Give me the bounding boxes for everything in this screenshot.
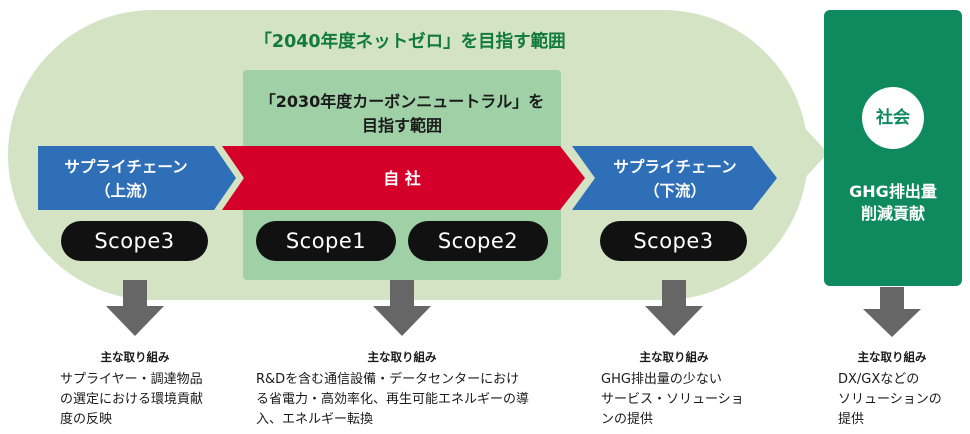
scope2-pill: Scope2 [408, 221, 548, 261]
net-zero-2040-title: 「2040年度ネットゼロ」を目指す範囲 [254, 32, 566, 52]
carbon-neutral-2030-title-line2: 目指す範囲 [361, 116, 442, 135]
chevron-company [222, 146, 585, 210]
initiative-company-heading: 主な取り組み [367, 350, 437, 364]
scope3-downstream-pill: Scope3 [600, 221, 747, 261]
chevron-upstream-line2: （上流） [94, 182, 157, 200]
down-arrow-society-icon [863, 287, 921, 337]
initiative-upstream-text: サプライヤー・調達物品 の選定における環境貢献 度の反映 [60, 372, 204, 427]
initiative-downstream-text: GHG排出量の少ない サービス・ソリューショ ンの提供 [601, 372, 744, 427]
down-arrow-downstream-icon [645, 280, 703, 336]
down-arrow-upstream-icon [106, 280, 164, 336]
initiative-society-text: DX/GXなどの ソリューションの 提供 [838, 372, 942, 427]
chevron-upstream-line1: サプライチェーン [64, 158, 188, 176]
scope1-pill: Scope1 [256, 221, 396, 261]
value-chain-chevrons [38, 146, 777, 210]
chevron-downstream-line2: （下流） [643, 182, 706, 200]
down-arrow-company-icon [373, 280, 431, 336]
chevron-downstream [572, 146, 777, 210]
initiative-company-text: R&Dを含む通信設備・データセンターにおけ る省電力・高効率化、再生可能エネルギ… [256, 372, 530, 427]
net-zero-2040-arrow-tip [780, 125, 828, 181]
chevron-company-label: 自 社 [383, 169, 421, 188]
society-line1: GHG排出量 [849, 182, 937, 201]
chevron-upstream [38, 146, 236, 210]
initiative-society-heading: 主な取り組み [857, 350, 927, 364]
initiative-upstream-heading: 主な取り組み [100, 350, 170, 364]
chevron-downstream-line1: サプライチェーン [613, 158, 737, 176]
society-circle: 社会 [862, 87, 924, 149]
society-line2: 削減貢献 [860, 204, 925, 223]
scope3-upstream-pill: Scope3 [61, 221, 208, 261]
carbon-neutral-2030-title-line1: 「2030年度カーボンニュートラル」を [259, 92, 545, 111]
initiative-downstream-heading: 主な取り組み [639, 350, 709, 364]
